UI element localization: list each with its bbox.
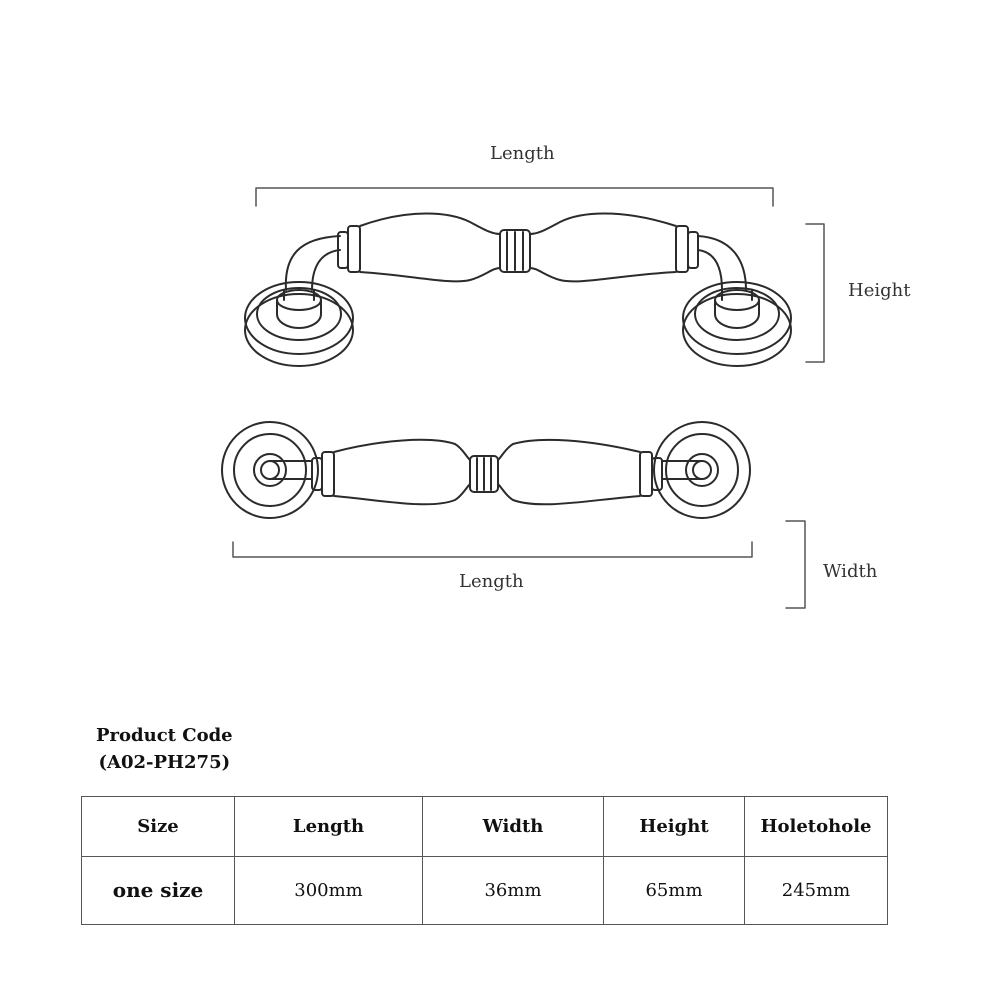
right-bulb	[529, 212, 677, 283]
height-label: Height	[848, 280, 911, 301]
cell-holetohole: 245mm	[744, 855, 888, 926]
cell-width: 36mm	[422, 855, 604, 926]
table-header-row: Size Length Width Height Holetohole	[81, 796, 888, 857]
cell-height: 65mm	[603, 855, 745, 926]
left-bulb-top	[333, 438, 471, 506]
cell-length: 300mm	[234, 855, 423, 926]
left-rose	[244, 281, 354, 367]
product-code-value: (A02-PH275)	[98, 752, 231, 773]
spec-table: Size Length Width Height Holetohole one …	[81, 796, 888, 926]
left-arm	[284, 235, 341, 291]
right-collar-top	[639, 451, 663, 497]
length-label-bottom: Length	[459, 571, 524, 592]
length-label-top: Length	[490, 143, 555, 164]
product-code-title: Product Code	[96, 725, 233, 746]
right-rose-top	[653, 421, 751, 519]
header-width: Width	[422, 796, 604, 857]
product-code: Product Code (A02-PH275)	[96, 722, 233, 776]
left-rose-top	[221, 421, 319, 519]
right-arm-top	[661, 460, 703, 480]
header-size: Size	[81, 796, 235, 857]
table-row: one size 300mm 36mm 65mm 245mm	[81, 855, 888, 926]
left-collar	[337, 225, 361, 273]
header-holetohole: Holetohole	[744, 796, 888, 857]
left-bulb	[359, 212, 501, 283]
length-dimension-bottom	[232, 541, 753, 558]
width-dimension	[785, 520, 806, 609]
right-collar	[675, 225, 699, 273]
cell-size: one size	[81, 855, 235, 926]
centre-rings-top	[469, 455, 499, 493]
height-dimension	[805, 223, 825, 363]
right-rose	[682, 281, 792, 367]
header-height: Height	[603, 796, 745, 857]
left-collar-top	[311, 451, 335, 497]
width-label: Width	[823, 561, 878, 582]
right-bulb-top	[497, 438, 641, 506]
top-view-handle	[221, 421, 751, 519]
handle-diagram	[221, 187, 825, 609]
centre-rings	[499, 229, 531, 273]
header-length: Length	[234, 796, 423, 857]
side-view-handle	[244, 212, 792, 367]
length-dimension-top	[255, 187, 774, 207]
left-arm-top	[269, 460, 313, 480]
